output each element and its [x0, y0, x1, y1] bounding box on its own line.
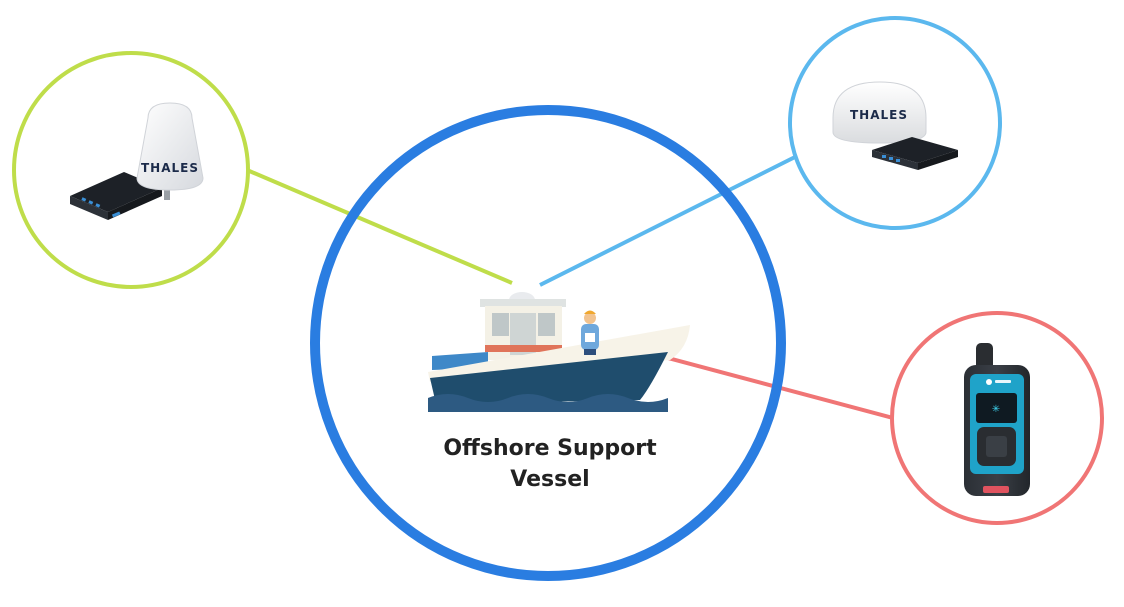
satellite-terminal-icon	[872, 137, 958, 170]
right-antenna-brand: THALES	[850, 108, 908, 122]
vessel-label: Offshore Support Vessel	[400, 433, 700, 495]
crew-member-icon	[581, 310, 599, 355]
handheld-satellite-device-icon: ✳	[964, 343, 1030, 496]
left-terminal-bubble	[12, 51, 250, 289]
vessel-ring	[310, 105, 786, 581]
left-terminal-link	[246, 168, 513, 285]
vessel-label-line2: Vessel	[510, 467, 590, 492]
dome-antenna-icon: THALES	[832, 81, 927, 144]
left-antenna-brand: THALES	[141, 161, 199, 175]
vessel-label-line1: Offshore Support	[443, 436, 657, 461]
right-terminal-link	[539, 154, 798, 287]
svg-text:✳: ✳	[992, 404, 1000, 415]
boat-icon	[428, 292, 690, 412]
mast-antenna-icon: THALES	[136, 102, 204, 200]
